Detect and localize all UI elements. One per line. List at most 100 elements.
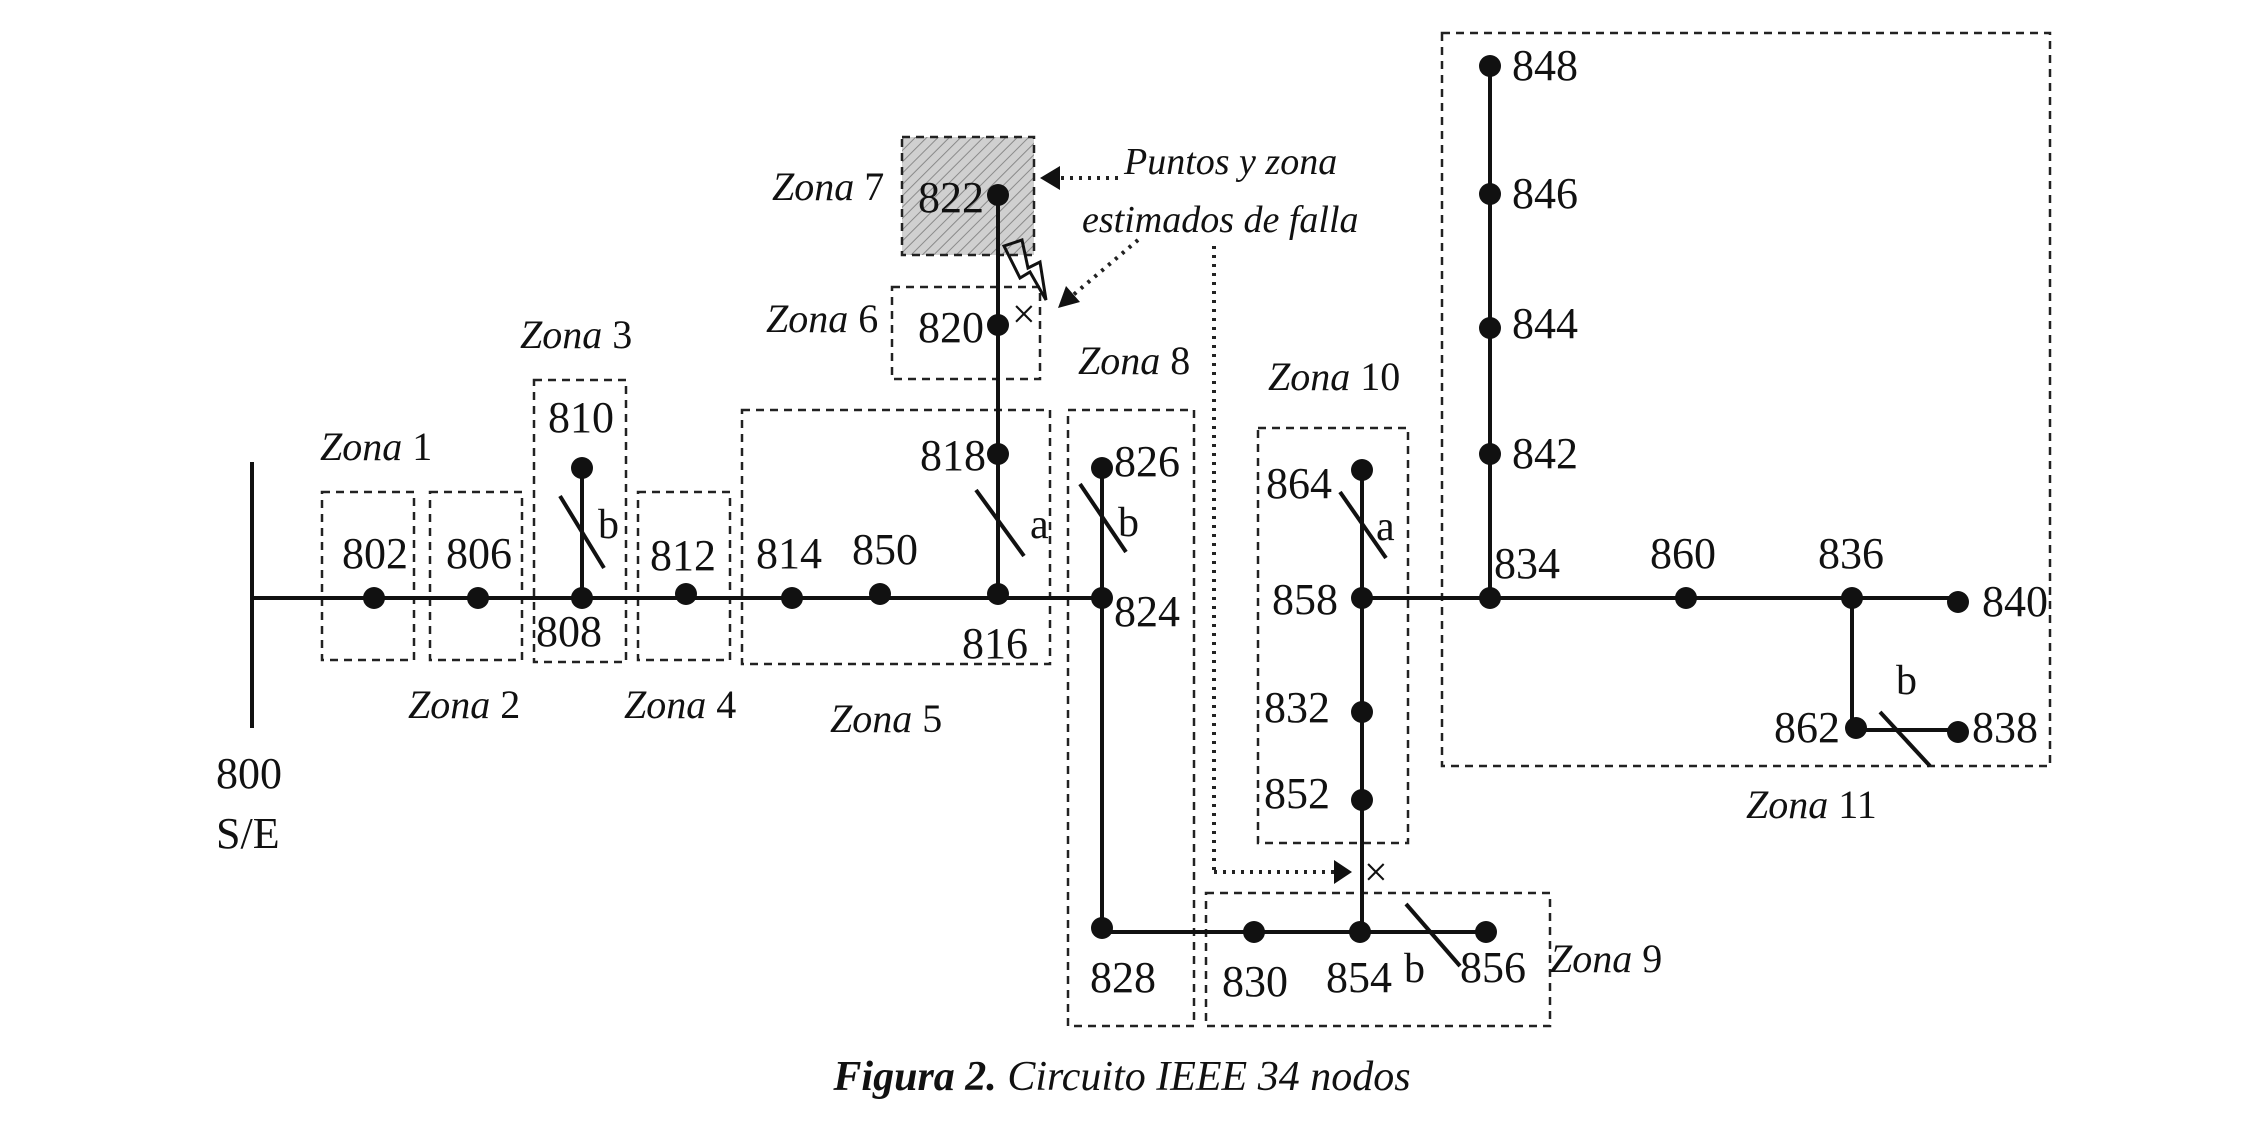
node-label-850: 850	[852, 525, 918, 574]
zone-labels: Zona 1 Zona 2 Zona 3 Zona 4 Zona 5 Zona …	[320, 164, 1877, 981]
fault-mark-x-2: ×	[1364, 850, 1388, 896]
node-label-862: 862	[1774, 703, 1840, 752]
node-label-828: 828	[1090, 953, 1156, 1002]
node-label-800: 800	[216, 749, 282, 798]
zone-box-2	[428, 490, 524, 662]
annotation-line-1: Puntos y zona	[1123, 141, 1337, 183]
node-dot-858	[1351, 587, 1373, 609]
node-dot-834	[1479, 587, 1501, 609]
node-label-842: 842	[1512, 429, 1578, 478]
node-dot-850	[869, 583, 891, 605]
zone-label-10: Zona 10	[1268, 354, 1400, 399]
zone-label-11: Zona 11	[1746, 782, 1877, 827]
node-dot-860	[1675, 587, 1697, 609]
phase-label-858-864: a	[1376, 504, 1395, 550]
node-label-860: 860	[1650, 529, 1716, 578]
node-dot-814	[781, 587, 803, 609]
zone-box-1	[320, 490, 416, 662]
node-dot-836	[1841, 587, 1863, 609]
zone-box-6	[890, 285, 1042, 381]
zone-label-1: Zona 1	[320, 424, 432, 469]
zone-box-8	[1066, 408, 1196, 1028]
phase-label-854-856: b	[1404, 946, 1425, 992]
zone-box-10	[1256, 426, 1410, 845]
node-dot-848	[1479, 55, 1501, 77]
node-label-810: 810	[548, 393, 614, 442]
phase-label-824-826: b	[1118, 500, 1139, 546]
node-dot-828	[1091, 917, 1113, 939]
zone-box-3	[532, 378, 628, 664]
node-label-814: 814	[756, 529, 822, 578]
node-dot-842	[1479, 443, 1501, 465]
lightning-bolt-icon	[1001, 238, 1048, 301]
node-label-864: 864	[1266, 459, 1332, 508]
node-dot-816	[987, 583, 1009, 605]
node-label-844: 844	[1512, 299, 1578, 348]
node-dot-864	[1351, 459, 1373, 481]
node-label-806: 806	[446, 529, 512, 578]
zone-label-5: Zona 5	[830, 696, 942, 741]
node-label-824: 824	[1114, 587, 1180, 636]
node-dot-810	[571, 457, 593, 479]
zone-box-11	[1440, 31, 2052, 768]
node-label-816: 816	[962, 619, 1028, 668]
node-label-836: 836	[1818, 529, 1884, 578]
node-dot-844	[1479, 317, 1501, 339]
fault-annotation: Puntos y zona estimados de falla × ×	[1001, 141, 1388, 896]
node-dot-820	[987, 314, 1009, 336]
node-dot-862	[1845, 717, 1867, 739]
node-labels: 800 S/E 802 806 810 808 812 814 850 816 …	[216, 41, 2048, 1006]
node-dots	[363, 55, 1969, 943]
node-dot-808	[571, 587, 593, 609]
zone-label-2: Zona 2	[408, 682, 520, 727]
node-dot-806	[467, 587, 489, 609]
node-label-832: 832	[1264, 683, 1330, 732]
node-label-822: 822	[918, 173, 984, 222]
annotation-line-2: estimados de falla	[1082, 199, 1359, 241]
node-label-820: 820	[918, 303, 984, 352]
node-label-848: 848	[1512, 41, 1578, 90]
node-dot-832	[1351, 701, 1373, 723]
figure-caption: Figura 2. Circuito IEEE 34 nodos	[832, 1054, 1410, 1100]
node-dot-840	[1947, 591, 1969, 613]
zone-label-8: Zona 8	[1078, 338, 1190, 383]
node-dot-824	[1091, 587, 1113, 609]
node-dot-852	[1351, 789, 1373, 811]
node-label-834: 834	[1494, 539, 1560, 588]
zone-box-9	[1204, 891, 1552, 1028]
phase-label-816-818: a	[1030, 502, 1049, 548]
node-label-854: 854	[1326, 953, 1392, 1002]
zone-label-3: Zona 3	[520, 312, 632, 357]
node-label-840: 840	[1982, 577, 2048, 626]
node-dot-812	[675, 583, 697, 605]
zone-label-9: Zona 9	[1550, 936, 1662, 981]
node-label-802: 802	[342, 529, 408, 578]
node-label-838: 838	[1972, 703, 2038, 752]
phase-label-836-862: b	[1896, 658, 1917, 704]
node-label-808: 808	[536, 607, 602, 656]
node-dot-826	[1091, 457, 1113, 479]
zone-label-7: Zona 7	[772, 164, 884, 209]
node-dot-818	[987, 443, 1009, 465]
node-label-812: 812	[650, 531, 716, 580]
node-label-846: 846	[1512, 169, 1578, 218]
node-label-830: 830	[1222, 957, 1288, 1006]
node-label-852: 852	[1264, 769, 1330, 818]
node-dot-856	[1475, 921, 1497, 943]
phase-labels: b a b b a b	[598, 500, 1917, 992]
node-dot-822	[987, 184, 1009, 206]
zone-label-6: Zona 6	[766, 296, 878, 341]
zone-box-4	[636, 490, 732, 662]
zone-label-4: Zona 4	[624, 682, 736, 727]
node-dot-854	[1349, 921, 1371, 943]
node-label-856: 856	[1460, 943, 1526, 992]
zone-box-7	[900, 135, 1036, 257]
phase-label-808-810: b	[598, 502, 619, 548]
fault-mark-x-1: ×	[1012, 292, 1036, 338]
node-dot-830	[1243, 921, 1265, 943]
node-label-826: 826	[1114, 437, 1180, 486]
node-label-858: 858	[1272, 575, 1338, 624]
node-dot-838	[1947, 721, 1969, 743]
zone-box-5	[740, 408, 1052, 666]
